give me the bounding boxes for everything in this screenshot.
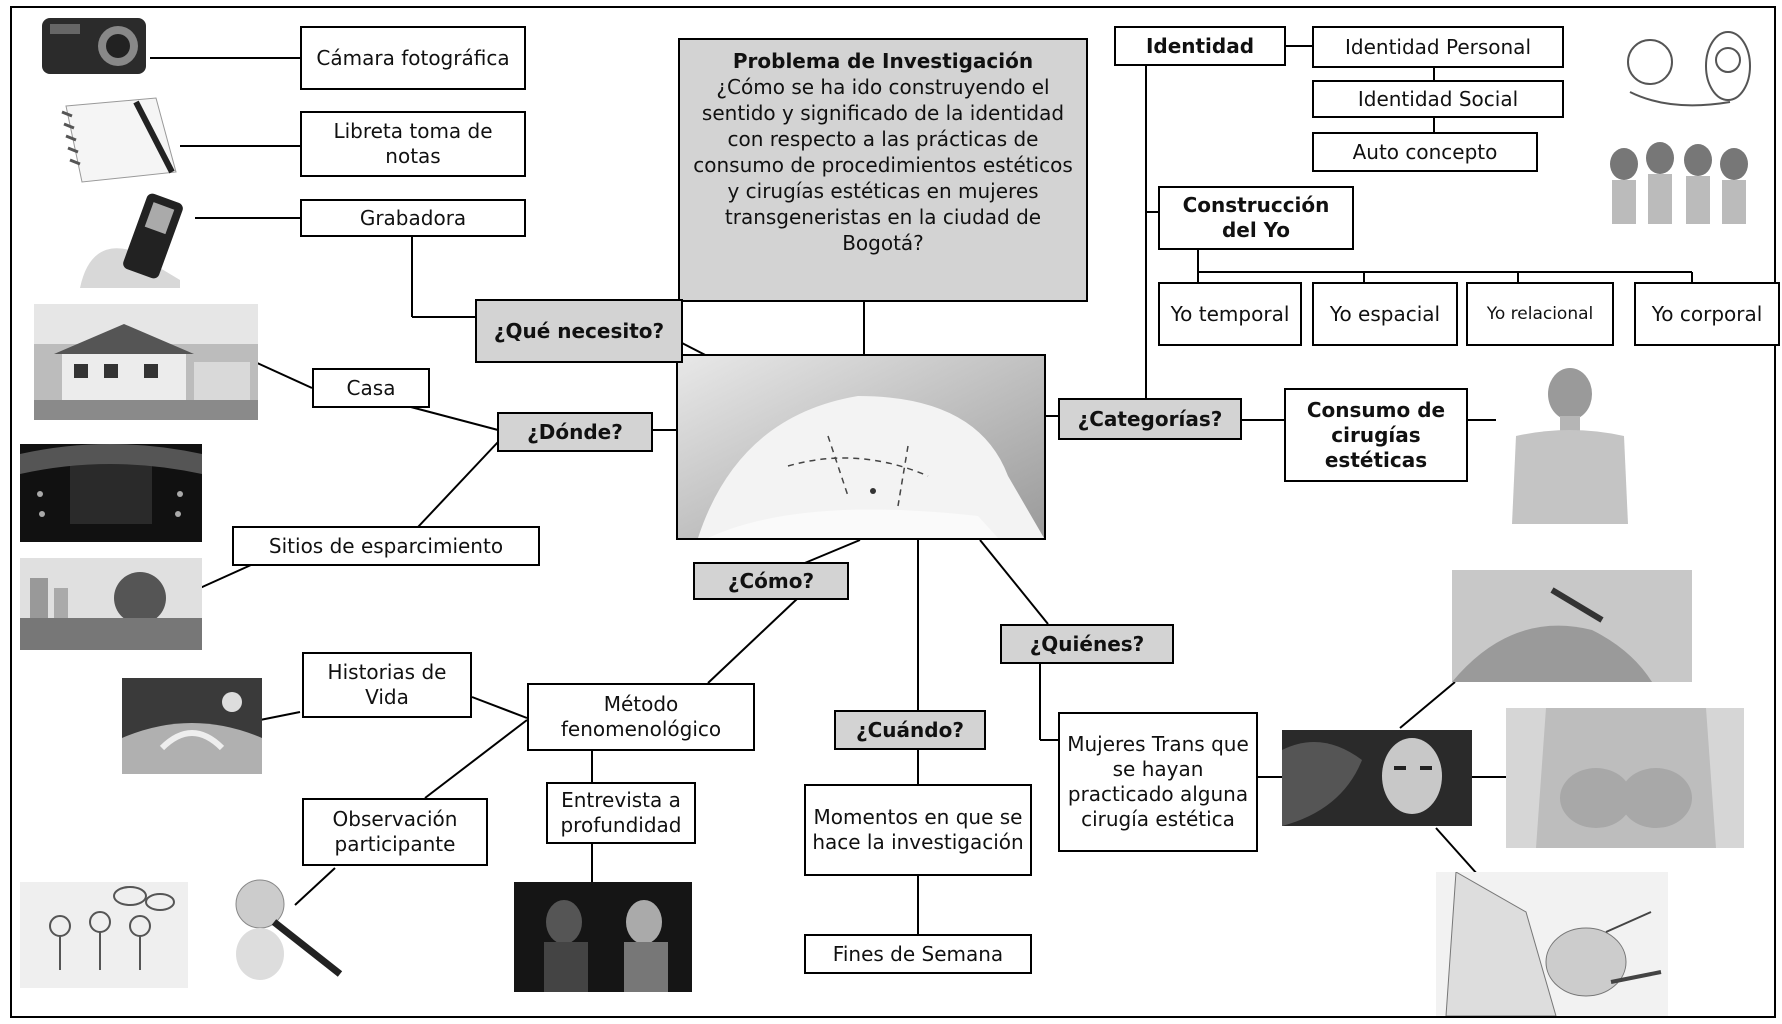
identity-box: Identidad bbox=[1114, 26, 1286, 66]
research-problem-box: Problema de Investigación ¿Cómo se ha id… bbox=[678, 38, 1088, 302]
house-image bbox=[34, 304, 258, 420]
house-box: Casa bbox=[312, 368, 430, 408]
mirror-sketch-image bbox=[1610, 22, 1760, 130]
recorder-box: Grabadora bbox=[300, 199, 526, 237]
surgery-consumption-box: Consumo de cirugías estéticas bbox=[1284, 388, 1468, 482]
diagram-frame bbox=[10, 6, 1776, 1018]
recreation-sites-box: Sitios de esparcimiento bbox=[232, 526, 540, 566]
self-concept-box: Auto concepto bbox=[1312, 132, 1538, 172]
interview-scene-image bbox=[514, 882, 692, 992]
notebook-image bbox=[46, 96, 180, 184]
camera-box: Cámara fotográfica bbox=[300, 26, 526, 90]
question-categories: ¿Categorías? bbox=[1058, 398, 1242, 440]
camera-image bbox=[38, 10, 150, 78]
relational-self-box: Yo relacional bbox=[1466, 282, 1614, 346]
book-image bbox=[122, 678, 262, 774]
torso-portrait-image bbox=[1496, 366, 1644, 524]
social-identity-box: Identidad Social bbox=[1312, 80, 1564, 118]
spatial-self-box: Yo espacial bbox=[1312, 282, 1458, 346]
phenomenological-method-box: Método fenomenológico bbox=[527, 683, 755, 751]
problem-question: ¿Cómo se ha ido construyendo el sentido … bbox=[693, 75, 1073, 255]
people-talking-image bbox=[20, 882, 188, 988]
park-image bbox=[20, 558, 202, 650]
participant-observation-box: Observación participante bbox=[302, 798, 488, 866]
rhinoplasty-image bbox=[1452, 570, 1692, 682]
trans-woman-portrait-image bbox=[1282, 730, 1472, 826]
bodily-self-box: Yo corporal bbox=[1634, 282, 1780, 346]
recorder-image bbox=[70, 190, 194, 288]
question-where: ¿Dónde? bbox=[497, 412, 653, 452]
question-what-need: ¿Qué necesito? bbox=[475, 299, 683, 363]
problem-title: Problema de Investigación bbox=[732, 49, 1034, 73]
temporal-self-box: Yo temporal bbox=[1158, 282, 1302, 346]
question-when: ¿Cuándo? bbox=[834, 710, 986, 750]
center-abdomen-image bbox=[676, 354, 1046, 540]
research-moments-box: Momentos en que se hace la investigación bbox=[804, 784, 1032, 876]
question-how: ¿Cómo? bbox=[693, 562, 849, 600]
personal-identity-box: Identidad Personal bbox=[1312, 26, 1564, 68]
magnifier-figure-image bbox=[200, 874, 350, 984]
surgery-illustration-image bbox=[1436, 872, 1668, 1016]
in-depth-interview-box: Entrevista a profundidad bbox=[546, 782, 696, 844]
question-who: ¿Quiénes? bbox=[1000, 624, 1174, 664]
breast-image bbox=[1506, 708, 1744, 848]
theater-image bbox=[20, 444, 202, 542]
weekends-box: Fines de Semana bbox=[804, 934, 1032, 974]
notebook-box: Libreta toma de notas bbox=[300, 111, 526, 177]
life-stories-box: Historias de Vida bbox=[302, 652, 472, 718]
trans-women-box: Mujeres Trans que se hayan practicado al… bbox=[1058, 712, 1258, 852]
women-group-image bbox=[1594, 134, 1760, 226]
self-construction-box: Construcción del Yo bbox=[1158, 186, 1354, 250]
